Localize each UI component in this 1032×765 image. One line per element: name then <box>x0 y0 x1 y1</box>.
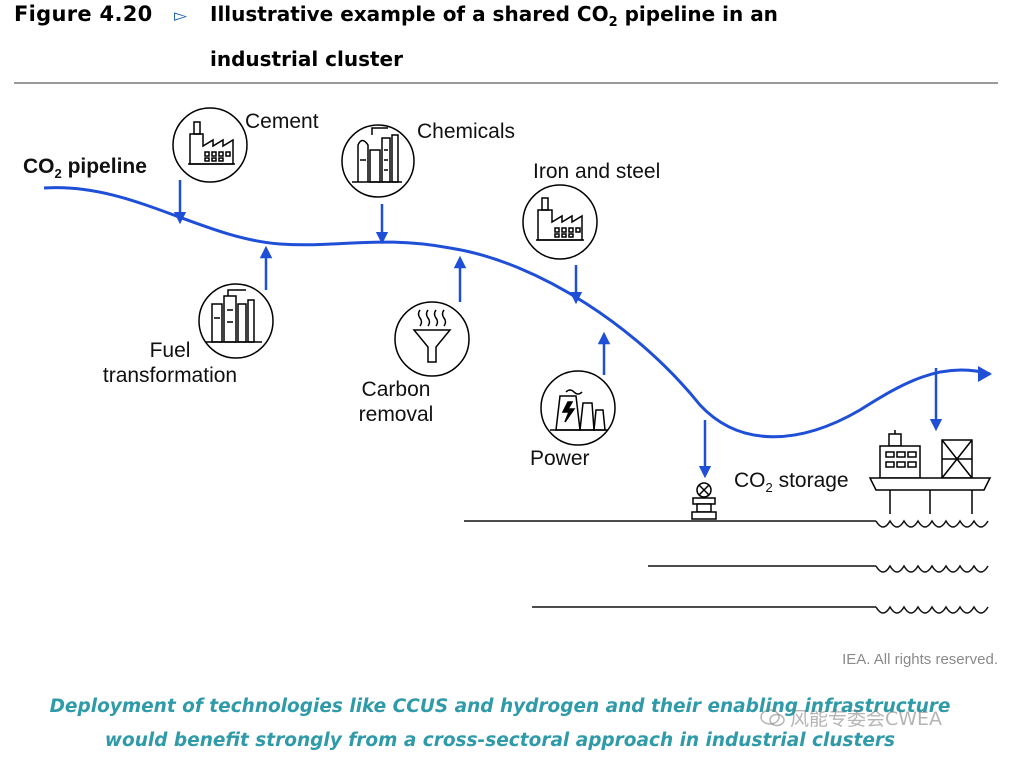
storage-label-sub: 2 <box>765 480 773 496</box>
pipeline-label-sub: 2 <box>54 166 62 182</box>
pipeline-label: CO2 pipeline <box>23 154 147 186</box>
pipeline-label-suffix: pipeline <box>61 155 147 178</box>
carbon-removal-label: Carbon removal <box>344 377 448 427</box>
figure-header: Figure 4.20 ▻ Illustrative example of a … <box>14 2 1014 76</box>
figure-title-line2: industrial cluster <box>210 47 403 71</box>
co2-pipeline-line <box>43 186 991 439</box>
watermark-text: 风能专委会CWEA <box>790 708 943 730</box>
figure-caption: Deployment of technologies like CCUS and… <box>20 690 980 758</box>
figure-title-sub: 2 <box>608 15 618 30</box>
pipeline-label-prefix: CO <box>23 155 55 178</box>
carbon-label-line1: Carbon <box>361 378 431 401</box>
refinery-icon <box>198 283 274 359</box>
iron-steel-label: Iron and steel <box>533 160 661 183</box>
figure-number: Figure 4.20 <box>14 2 153 26</box>
caption-line2: would benefit strongly from a cross-sect… <box>104 730 896 751</box>
fuel-label-line2: transformation <box>102 364 238 387</box>
cement-label: Cement <box>245 110 319 133</box>
fuel-transformation-label: Fuel transformation <box>90 338 250 388</box>
figure-title: Illustrative example of a shared CO2 pip… <box>210 0 890 78</box>
figure-title-suffix: pipeline in an <box>617 2 778 26</box>
power-label: Power <box>530 447 590 470</box>
watermark: 风能专委会CWEA <box>760 704 942 731</box>
wechat-icon <box>760 709 785 727</box>
ground-layers <box>464 519 989 614</box>
figure-arrow-icon: ▻ <box>174 6 188 25</box>
storage-label-prefix: CO <box>734 469 766 492</box>
co2-storage-label: CO2 storage <box>734 468 849 500</box>
chemicals-label: Chemicals <box>417 120 516 143</box>
power-plant-icon <box>540 370 616 446</box>
wellhead-icon <box>691 482 717 520</box>
funnel-icon <box>394 301 470 377</box>
caption-line1: Deployment of technologies like CCUS and… <box>49 696 951 717</box>
header-rule <box>14 82 998 84</box>
factory-icon <box>522 184 598 260</box>
chemical-plant-icon <box>341 124 415 198</box>
pipeline-end-arrow <box>978 366 992 382</box>
fuel-label-line1: Fuel <box>149 339 191 362</box>
offshore-platform-icon <box>868 430 992 514</box>
figure-title-prefix: Illustrative example of a shared CO <box>210 2 609 26</box>
copyright-notice: IEA. All rights reserved. <box>842 651 998 668</box>
carbon-label-line2: removal <box>358 403 434 426</box>
factory-icon <box>172 107 248 183</box>
storage-label-suffix: storage <box>772 469 849 492</box>
